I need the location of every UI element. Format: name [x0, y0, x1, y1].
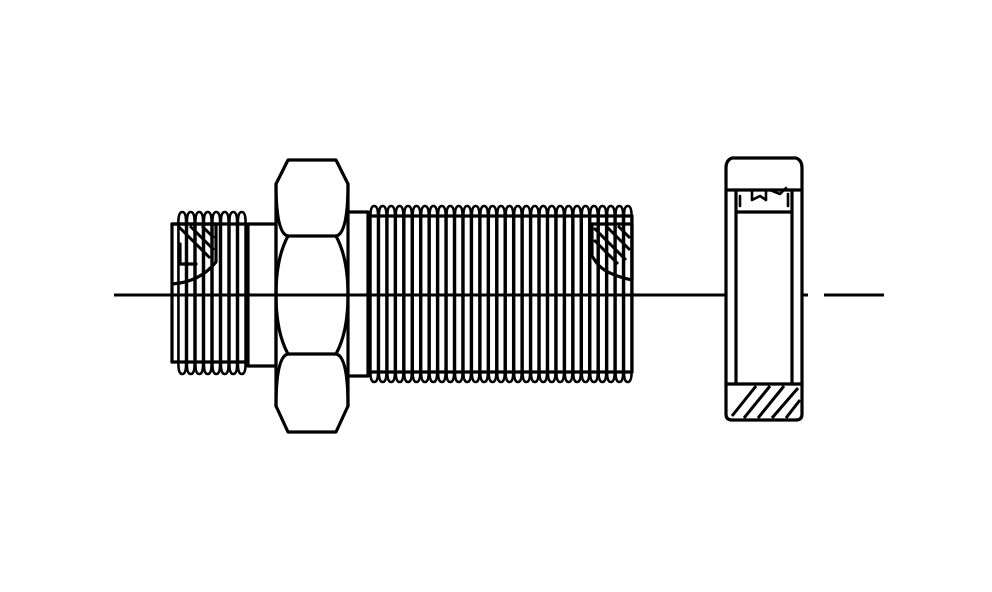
left-threaded-end [170, 210, 248, 376]
left-thread-crest [228, 210, 239, 376]
right-thread-crests [369, 204, 633, 384]
left-thread-crest [236, 210, 247, 376]
left-thread-crest [177, 210, 188, 376]
right-shoulder [346, 210, 370, 378]
left-thread-crests [177, 210, 247, 376]
right-threaded-section [368, 204, 634, 384]
right-thread-crest [622, 204, 633, 384]
left-section-hatching [176, 224, 216, 260]
lock-nut [724, 156, 804, 422]
hex-nut-body [274, 158, 350, 434]
lock-nut-section-hatching [730, 385, 802, 419]
right-section-hatching [592, 224, 632, 266]
left-thread-crest [219, 210, 230, 376]
